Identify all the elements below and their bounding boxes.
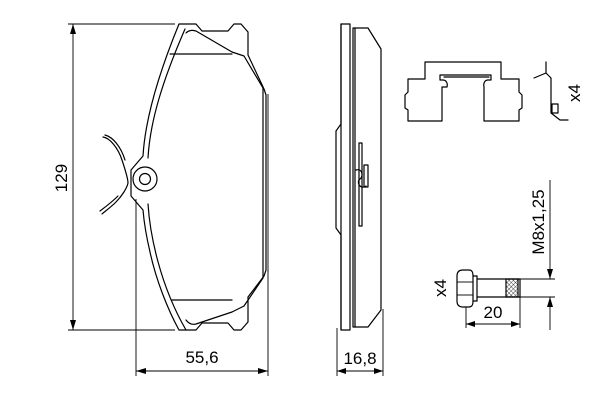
- friction-material-edge: [147, 28, 187, 331]
- anti-rattle-clip: [404, 61, 523, 122]
- width-label: 55,6: [185, 348, 218, 367]
- height-label: 129: [52, 164, 71, 192]
- thread-lock-patch: [505, 278, 519, 298]
- rivet-inner: [138, 172, 152, 186]
- side-backing-plate: [340, 23, 351, 331]
- bolt-length-label: 20: [484, 303, 503, 322]
- friction-top: [185, 29, 264, 325]
- side-friction: [352, 27, 382, 328]
- bolt-quantity-label: x4: [431, 279, 450, 297]
- bolt-view: x4: [431, 269, 521, 308]
- clip-quantity-label: x4: [565, 84, 584, 102]
- side-clip: x4: [533, 61, 584, 121]
- side-view-pad: [335, 23, 382, 331]
- dimension-width: 55,6: [135, 199, 269, 376]
- bolt-head: [456, 269, 474, 308]
- dimension-thread: M8x1,25: [520, 180, 555, 330]
- clip-outline: [404, 61, 523, 122]
- dimension-thickness: 16,8: [336, 309, 384, 376]
- rivet-outer: [132, 166, 158, 192]
- dimension-bolt-length: 20: [465, 297, 521, 328]
- thread-label: M8x1,25: [529, 189, 548, 254]
- thickness-label: 16,8: [343, 349, 376, 368]
- wear-spring: [101, 136, 129, 215]
- dimension-height: 129: [52, 23, 175, 331]
- backing-plate-outline: [130, 23, 267, 331]
- front-view-pad: [99, 23, 269, 331]
